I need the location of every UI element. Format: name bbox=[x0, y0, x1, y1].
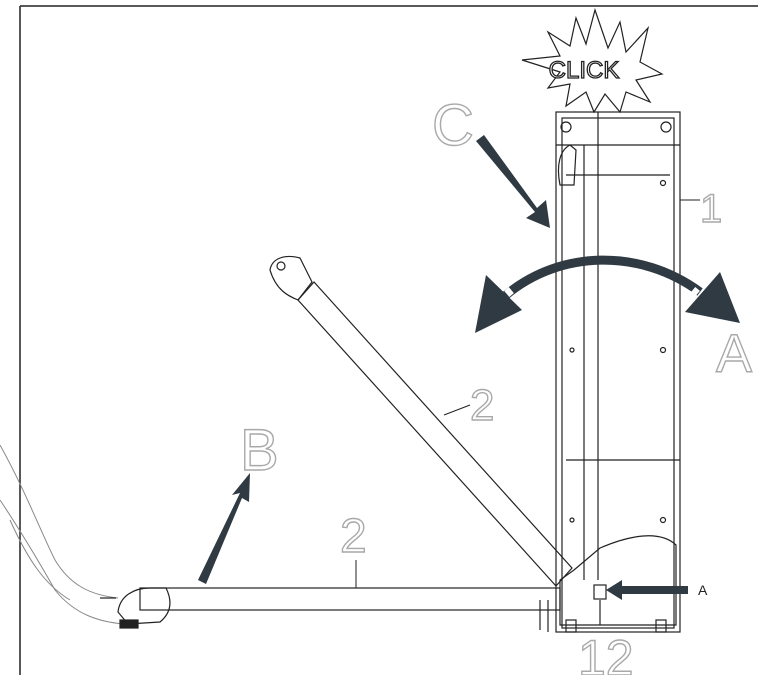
part-number-2-upper: 2 bbox=[470, 381, 494, 430]
part-number-1: 1 bbox=[700, 187, 722, 231]
angled-arm bbox=[269, 255, 573, 587]
arrow-icon bbox=[606, 580, 688, 600]
label-a-small: A bbox=[698, 582, 708, 598]
lower-frame bbox=[100, 587, 561, 632]
part-number-2-lower: 2 bbox=[340, 510, 367, 563]
label-a-large: A bbox=[716, 324, 752, 384]
click-burst-icon: CLICK bbox=[521, 7, 664, 114]
arrow-icon bbox=[198, 473, 250, 584]
curved-double-arrow-icon bbox=[475, 255, 740, 333]
hand-outline bbox=[0, 444, 125, 625]
leader-lines bbox=[355, 199, 700, 588]
click-label: CLICK bbox=[549, 57, 620, 84]
label-b: B bbox=[240, 418, 279, 483]
arrow-icon bbox=[476, 135, 550, 228]
upright-deck bbox=[555, 111, 681, 633]
frame bbox=[19, 5, 758, 675]
label-c: C bbox=[432, 93, 474, 158]
part-number-12: 12 bbox=[578, 630, 634, 675]
